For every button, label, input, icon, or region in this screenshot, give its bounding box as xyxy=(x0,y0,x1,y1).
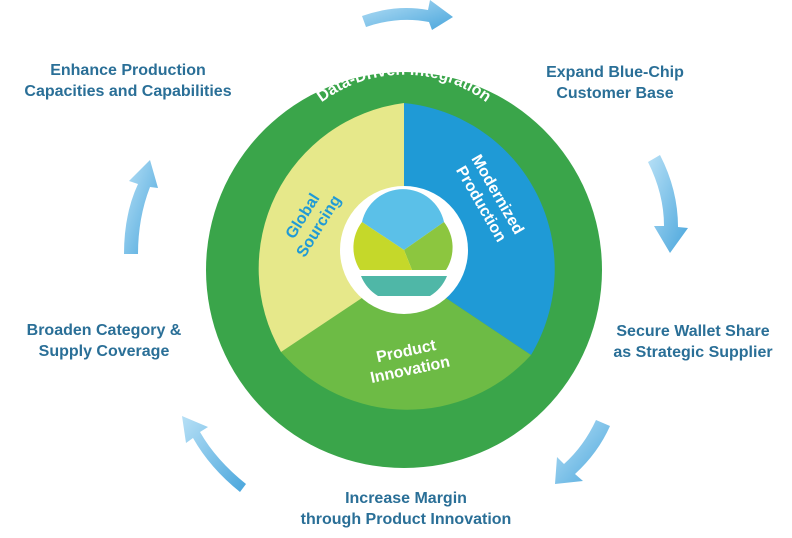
label-enhance-production: Enhance Production Capacities and Capabi… xyxy=(24,62,232,100)
company-logo-icon xyxy=(353,189,453,296)
cycle-arrow-icon xyxy=(124,160,158,254)
cycle-arrows xyxy=(124,0,688,492)
label-secure-wallet-share: Secure Wallet Share as Strategic Supplie… xyxy=(613,323,773,361)
segment-product-innovation xyxy=(281,270,531,410)
cycle-arrow-icon xyxy=(555,420,610,484)
label-increase-margin: Increase Margin through Product Innovati… xyxy=(300,490,512,528)
label-expand-customer-base: Expand Blue-Chip Customer Base xyxy=(546,64,684,102)
cycle-arrow-icon xyxy=(362,0,453,30)
cycle-arrow-icon xyxy=(182,416,246,492)
cycle-arrow-icon xyxy=(648,155,688,253)
label-broaden-category: Broaden Category & Supply Coverage xyxy=(26,322,182,360)
